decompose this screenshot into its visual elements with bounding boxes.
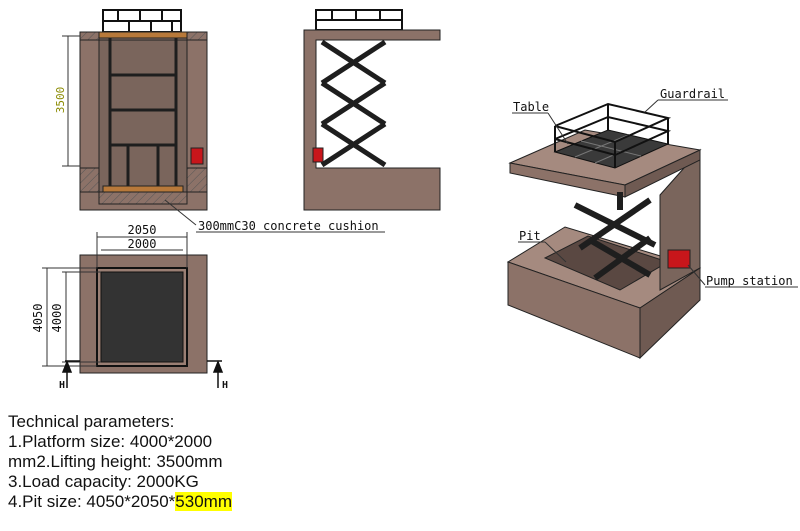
- width-2000-label: 2000: [128, 237, 157, 251]
- section-mark-left: [61, 359, 80, 388]
- side-view: [303, 9, 441, 211]
- iso-base-right: [639, 267, 701, 360]
- width-2050-label: 2050: [128, 223, 157, 237]
- param-pit-size-prefix: 4.Pit size: 4050*2050*: [8, 492, 176, 511]
- front-concrete-cushion: [98, 191, 188, 205]
- front-hatch-top-left: [79, 31, 100, 41]
- front-lift-frame: [108, 38, 178, 186]
- pit-label: Pit: [519, 229, 541, 243]
- guardrail-callout-line: [644, 99, 659, 113]
- section-h-left: H: [59, 380, 65, 391]
- iso-pump-station: [667, 249, 691, 269]
- guardrail-label: Guardrail: [660, 87, 725, 101]
- isometric-view: Table Guardrail Pit Pump station: [506, 87, 798, 360]
- front-platform-base: [102, 185, 184, 193]
- front-hatch-top-right: [186, 31, 208, 41]
- front-platform-top: [98, 31, 188, 39]
- pit-callout-line: [544, 241, 567, 263]
- param-pit-depth-highlight: 530mm: [175, 492, 232, 511]
- length-4000-label: 4000: [50, 304, 64, 333]
- front-guardrail: [102, 9, 182, 33]
- pump-station-label: Pump station: [706, 274, 793, 288]
- length-4050-label: 4050: [31, 304, 45, 333]
- front-hatch-bottom-right: [186, 167, 208, 193]
- section-h-right: H: [222, 380, 228, 391]
- side-pit-body: [303, 29, 441, 211]
- concrete-cushion-label: 300mmC30 concrete cushion: [198, 219, 379, 233]
- concrete-callout-line: [164, 199, 197, 226]
- technical-parameters: Technical parameters: 1.Platform size: 4…: [8, 412, 232, 512]
- plan-platform: [100, 271, 184, 363]
- front-view: 3500 300mmC30 concrete cushion: [54, 9, 385, 233]
- front-pump-station: [190, 147, 204, 165]
- param-platform-size: 1.Platform size: 4000*2000: [8, 432, 213, 451]
- section-mark-right: [207, 359, 224, 388]
- iso-scissor: [573, 192, 657, 281]
- front-hatch-bottom-left: [79, 167, 100, 193]
- front-pit-cavity: [98, 39, 188, 193]
- iso-top-slab-side: [624, 149, 701, 198]
- pump-callout-line: [687, 264, 706, 286]
- side-guardrail: [315, 9, 403, 31]
- side-scissor-arms: [320, 39, 387, 168]
- param-pit-size: 4.Pit size: 4050*2050*530mm: [8, 492, 232, 512]
- plan-width-dimensions: [96, 232, 188, 268]
- table-label: Table: [513, 100, 549, 114]
- table-callout-line: [547, 112, 569, 145]
- front-height-dimension: [62, 35, 80, 167]
- param-load-capacity: 3.Load capacity: 2000KG: [8, 472, 199, 491]
- params-title: Technical parameters:: [8, 412, 175, 431]
- plan-view: 2050 2000 4050 4000 H H: [31, 223, 228, 391]
- param-lifting-height: mm2.Lifting height: 3500mm: [8, 452, 223, 471]
- iso-guardrail: [554, 102, 672, 168]
- height-3500-label: 3500: [54, 87, 67, 114]
- side-pump-station: [312, 147, 324, 163]
- plan-length-dimensions: [42, 267, 101, 367]
